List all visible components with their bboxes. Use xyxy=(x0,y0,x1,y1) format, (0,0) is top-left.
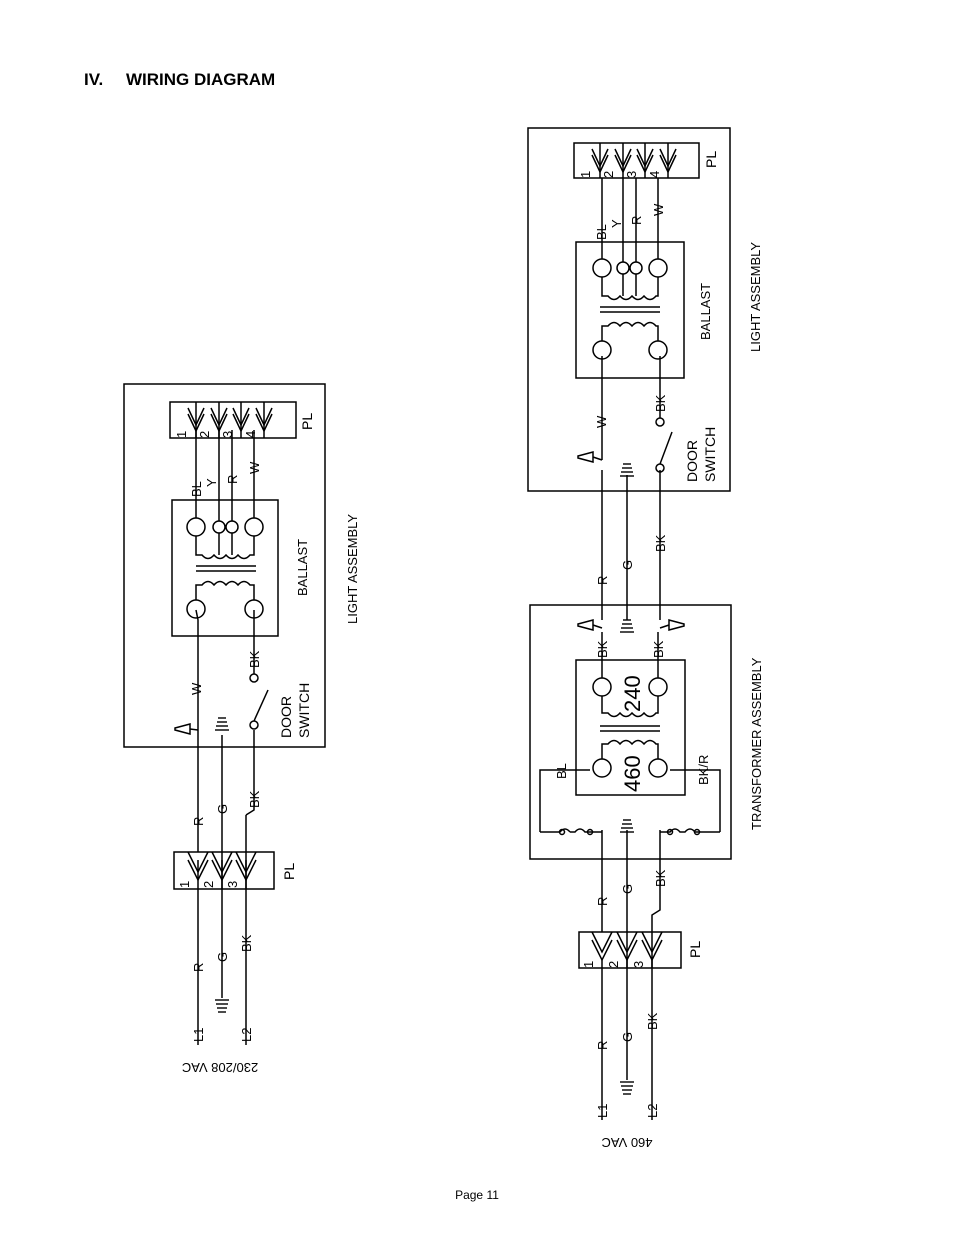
socket-wire-label: BL xyxy=(189,481,204,497)
socket-box xyxy=(573,142,700,179)
socket-wire-label: BL xyxy=(594,224,609,240)
ground-symbol xyxy=(620,619,634,633)
ground-symbol xyxy=(215,717,229,731)
section-title: WIRING DIAGRAM xyxy=(126,70,276,89)
lamp-holder-icon xyxy=(659,619,685,631)
ground-symbol xyxy=(620,463,634,477)
secondary-voltage-label: 240 xyxy=(620,675,645,712)
wire-label: G xyxy=(620,560,635,570)
wire-label: BK xyxy=(653,534,668,552)
plug-pin-label: 3 xyxy=(225,881,240,888)
ground-symbol xyxy=(215,999,229,1013)
supply-wire-label: G xyxy=(620,1032,635,1042)
transformer-assembly-title: TRANSFORMER ASSEMBLY xyxy=(749,657,764,830)
line1-label: L1 xyxy=(191,1028,206,1042)
socket-pin-label: 2 xyxy=(601,171,616,178)
primary-voltage-label: 460 xyxy=(620,755,645,792)
right-diagram xyxy=(527,127,732,1120)
ground-symbol xyxy=(620,1081,634,1095)
socket-wire-label: R xyxy=(629,216,644,225)
supply-wire-label: BK xyxy=(645,1012,660,1030)
light-assembly-box xyxy=(123,383,326,748)
left-diagram xyxy=(123,383,326,1045)
ground-symbol xyxy=(620,819,634,833)
page-footer: Page 11 xyxy=(455,1188,499,1202)
socket-pin-label: 2 xyxy=(197,431,212,438)
ballast-label: BALLAST xyxy=(295,539,310,596)
socket-pins-arrows xyxy=(187,402,273,438)
wire-label: R xyxy=(595,897,610,906)
plug-box xyxy=(578,931,682,969)
supply-wire-label: BK xyxy=(239,934,254,952)
primary-wire-label: BL xyxy=(554,763,569,779)
plug-pin-label: 2 xyxy=(201,881,216,888)
plug-pins-arrows xyxy=(187,851,257,889)
socket-label: PL xyxy=(703,151,719,168)
socket-box xyxy=(169,401,297,439)
secondary-wire-label: BK xyxy=(651,640,666,658)
supply-voltage-label: 460 VAC xyxy=(601,1135,652,1150)
ballast-box xyxy=(171,499,279,637)
line1-label: L1 xyxy=(595,1104,610,1118)
plug-pin-label: 2 xyxy=(606,961,621,968)
socket-pin-label: 4 xyxy=(647,171,662,178)
socket-wire-label: R xyxy=(225,475,240,484)
socket-pin-label: 1 xyxy=(174,431,189,438)
light-assembly-box xyxy=(527,127,731,492)
lamp-holder-icon xyxy=(577,451,603,463)
socket-wire-label: Y xyxy=(204,478,219,487)
door-switch-label: DOOR xyxy=(278,696,294,738)
ballast-box xyxy=(575,241,685,379)
supply-wire-label: R xyxy=(595,1041,610,1050)
line2-label: L2 xyxy=(645,1104,660,1118)
lamp-holder-icon xyxy=(174,723,199,735)
ballast-label: BALLAST xyxy=(698,283,713,340)
lamp-wire-label: W xyxy=(189,682,204,695)
supply-wire-label: G xyxy=(215,952,230,962)
plug-label: PL xyxy=(687,941,703,958)
socket-label: PL xyxy=(299,413,315,430)
wire-label: R xyxy=(595,576,610,585)
door-switch-label: SWITCH xyxy=(702,427,718,482)
socket-pins-arrows xyxy=(591,143,677,178)
transformer-box xyxy=(575,659,686,796)
socket-wire-label: W xyxy=(247,461,262,474)
section-heading: IV. WIRING DIAGRAM xyxy=(84,70,275,90)
secondary-wire-label: BK xyxy=(595,640,610,658)
socket-wire-label: W xyxy=(651,203,666,216)
supply-voltage-label: 230/208 VAC xyxy=(182,1060,258,1075)
light-assembly-title: LIGHT ASSEMBLY xyxy=(748,242,763,352)
primary-wire-label: BK/R xyxy=(696,755,711,785)
socket-wire-label: Y xyxy=(609,219,624,228)
plug-pin-label: 3 xyxy=(631,961,646,968)
light-assembly-title: LIGHT ASSEMBLY xyxy=(345,514,360,624)
plug-label: PL xyxy=(281,863,297,880)
wire-label: BK xyxy=(653,869,668,887)
lamp-wire-label: W xyxy=(594,415,609,428)
socket-pin-label: 3 xyxy=(624,171,639,178)
socket-pin-label: 3 xyxy=(220,431,235,438)
socket-pin-label: 1 xyxy=(578,171,593,178)
lamp-wire-label: BK xyxy=(653,394,668,412)
wire-label: G xyxy=(215,804,230,814)
fuse-left xyxy=(540,828,602,833)
wire-label: G xyxy=(620,884,635,894)
supply-wire-label: R xyxy=(191,963,206,972)
wire-label: R xyxy=(191,817,206,826)
plug-box xyxy=(173,851,275,890)
lamp-holder-icon xyxy=(577,619,603,631)
wire-label: BK xyxy=(247,790,262,808)
socket-pin-label: 4 xyxy=(243,431,258,438)
plug-pin-label: 1 xyxy=(177,881,192,888)
lamp-wire-label: BK xyxy=(247,650,262,668)
door-switch-label: SWITCH xyxy=(296,683,312,738)
transformer-assembly-box xyxy=(529,604,732,860)
line2-label: L2 xyxy=(239,1028,254,1042)
plug-pin-label: 1 xyxy=(581,961,596,968)
section-number: IV. xyxy=(84,70,104,89)
plug-pins-arrows xyxy=(591,931,663,968)
door-switch-label: DOOR xyxy=(684,440,700,482)
